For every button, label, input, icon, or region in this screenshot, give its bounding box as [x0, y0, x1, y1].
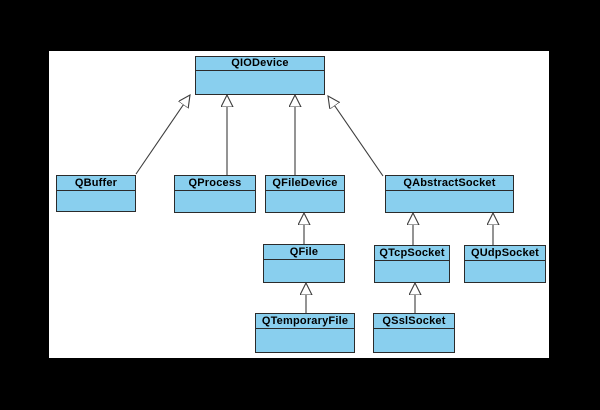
- class-members-compartment: [465, 261, 545, 282]
- class-members-compartment: [175, 191, 255, 212]
- class-box-qtemporaryfile: QTemporaryFile: [255, 313, 355, 353]
- class-name-label: QFile: [264, 245, 344, 260]
- class-members-compartment: [266, 191, 344, 212]
- class-members-compartment: [256, 329, 354, 352]
- class-box-qtcpsocket: QTcpSocket: [374, 245, 450, 283]
- class-members-compartment: [374, 329, 454, 352]
- class-box-qiodevice: QIODevice: [195, 56, 325, 95]
- class-box-qprocess: QProcess: [174, 175, 256, 213]
- inheritance-edge-qbuffer-to-qiodevice: [135, 95, 190, 175]
- class-name-label: QAbstractSocket: [386, 176, 513, 191]
- edges-group: [135, 95, 493, 313]
- inheritance-edges-layer: [135, 51, 549, 313]
- inheritance-edge-qabstractsocket-to-qiodevice: [328, 96, 384, 177]
- class-box-qsslsocket: QSslSocket: [373, 313, 455, 353]
- class-name-label: QBuffer: [57, 176, 135, 191]
- class-name-label: QUdpSocket: [465, 246, 545, 261]
- class-members-compartment: [264, 260, 344, 282]
- class-members-compartment: [386, 191, 513, 212]
- class-name-label: QFileDevice: [266, 176, 344, 191]
- class-box-qfile: QFile: [263, 244, 345, 283]
- class-box-qabstractsocket: QAbstractSocket: [385, 175, 514, 213]
- class-members-compartment: [375, 261, 449, 282]
- class-box-qbuffer: QBuffer: [56, 175, 136, 212]
- class-members-compartment: [196, 71, 324, 94]
- class-name-label: QIODevice: [196, 57, 324, 71]
- class-name-label: QTcpSocket: [375, 246, 449, 261]
- class-name-label: QProcess: [175, 176, 255, 191]
- class-box-qfiledevice: QFileDevice: [265, 175, 345, 213]
- class-name-label: QTemporaryFile: [256, 314, 354, 329]
- class-box-qudpsocket: QUdpSocket: [464, 245, 546, 283]
- class-name-label: QSslSocket: [374, 314, 454, 329]
- class-members-compartment: [57, 191, 135, 211]
